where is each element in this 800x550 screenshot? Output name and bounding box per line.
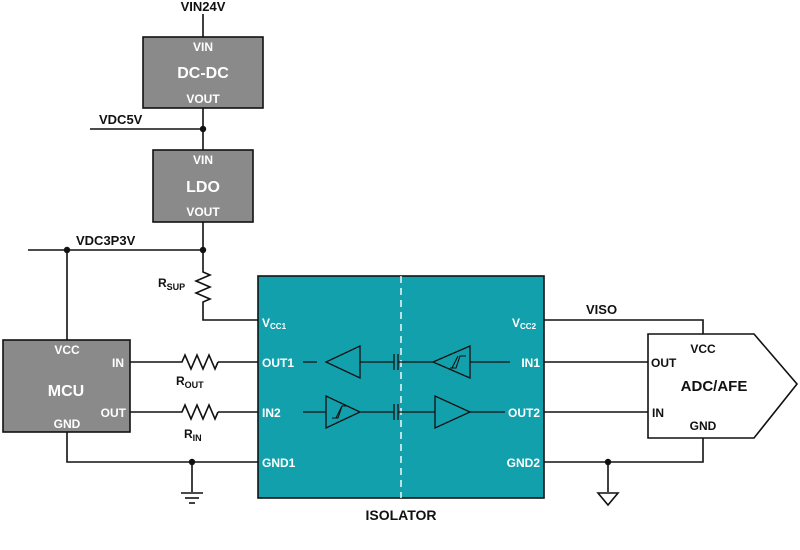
dcdc-vin-pin: VIN bbox=[193, 40, 213, 54]
rout-label: ROUT bbox=[176, 374, 204, 390]
isolator-block: VCC1 OUT1 IN2 GND1 VCC2 IN1 OUT2 GND2 bbox=[257, 275, 545, 523]
ldo-vin-pin: VIN bbox=[193, 153, 213, 167]
isolator-out2-pin: OUT2 bbox=[508, 406, 540, 420]
isolator-in2-pin: IN2 bbox=[262, 406, 281, 420]
mcu-in-pin: IN bbox=[112, 356, 124, 370]
rin-label: RIN bbox=[184, 427, 202, 443]
junction-dots bbox=[63, 125, 612, 466]
rin-resistor: RIN bbox=[178, 402, 219, 443]
channel-1-path bbox=[303, 344, 510, 380]
ground-symbol-right bbox=[596, 492, 620, 507]
viso-label: VISO bbox=[586, 302, 617, 317]
junction-gnd2 bbox=[604, 458, 612, 466]
rout-resistor: ROUT bbox=[176, 352, 219, 390]
isolator-title: ISOLATOR bbox=[365, 507, 436, 523]
adc-vcc-pin: VCC bbox=[690, 342, 716, 356]
mcu-gnd-pin: GND bbox=[54, 417, 81, 431]
junction-vdc3p3v-right bbox=[199, 246, 207, 254]
vdc3p3v-label: VDC3P3V bbox=[76, 233, 136, 248]
gnd2-wire bbox=[544, 436, 704, 463]
channel-2-path bbox=[303, 394, 505, 430]
mcu-block: VCC IN MCU OUT GND bbox=[2, 339, 131, 433]
junction-vdc3p3v-left bbox=[63, 246, 71, 254]
junction-gnd1 bbox=[188, 458, 196, 466]
mcu-title: MCU bbox=[48, 383, 84, 400]
isolator-gnd2-pin: GND2 bbox=[507, 456, 541, 470]
rsup-vcc1-wire bbox=[202, 303, 258, 321]
adc-afe-body bbox=[647, 333, 799, 439]
vin24v-label: VIN24V bbox=[181, 0, 226, 14]
mcu-gnd1-wire bbox=[66, 432, 258, 463]
adc-gnd-pin: GND bbox=[690, 419, 717, 433]
ldo-vout-pin: VOUT bbox=[186, 205, 220, 219]
adc-title: ADC/AFE bbox=[681, 378, 748, 395]
adc-afe-block: VCC OUT ADC/AFE IN GND bbox=[647, 333, 799, 439]
mcu-vcc-pin: VCC bbox=[54, 343, 80, 357]
mcu-out-pin: OUT bbox=[101, 406, 127, 420]
isolator-out1-pin: OUT1 bbox=[262, 356, 294, 370]
ldo-title: LDO bbox=[186, 179, 220, 196]
rsup-label: RSUP bbox=[158, 276, 185, 292]
adc-out-pin: OUT bbox=[651, 356, 677, 370]
dcdc-title: DC-DC bbox=[177, 65, 229, 82]
isolator-vcc1-pin: VCC1 bbox=[262, 316, 287, 331]
isolator-gnd1-pin: GND1 bbox=[262, 456, 296, 470]
ldo-block: VIN LDO VOUT bbox=[152, 149, 254, 223]
dcdc-vout-pin: VOUT bbox=[186, 92, 220, 106]
dcdc-block: VIN DC-DC VOUT bbox=[142, 36, 264, 109]
junction-vdc5v bbox=[199, 125, 207, 133]
rsup-resistor: RSUP bbox=[158, 268, 213, 303]
vdc5v-label: VDC5V bbox=[99, 112, 143, 127]
adc-in-pin: IN bbox=[652, 406, 664, 420]
isolator-in1-pin: IN1 bbox=[521, 356, 540, 370]
ground-symbol-left bbox=[181, 492, 203, 504]
isolator-vcc2-pin: VCC2 bbox=[512, 316, 537, 331]
